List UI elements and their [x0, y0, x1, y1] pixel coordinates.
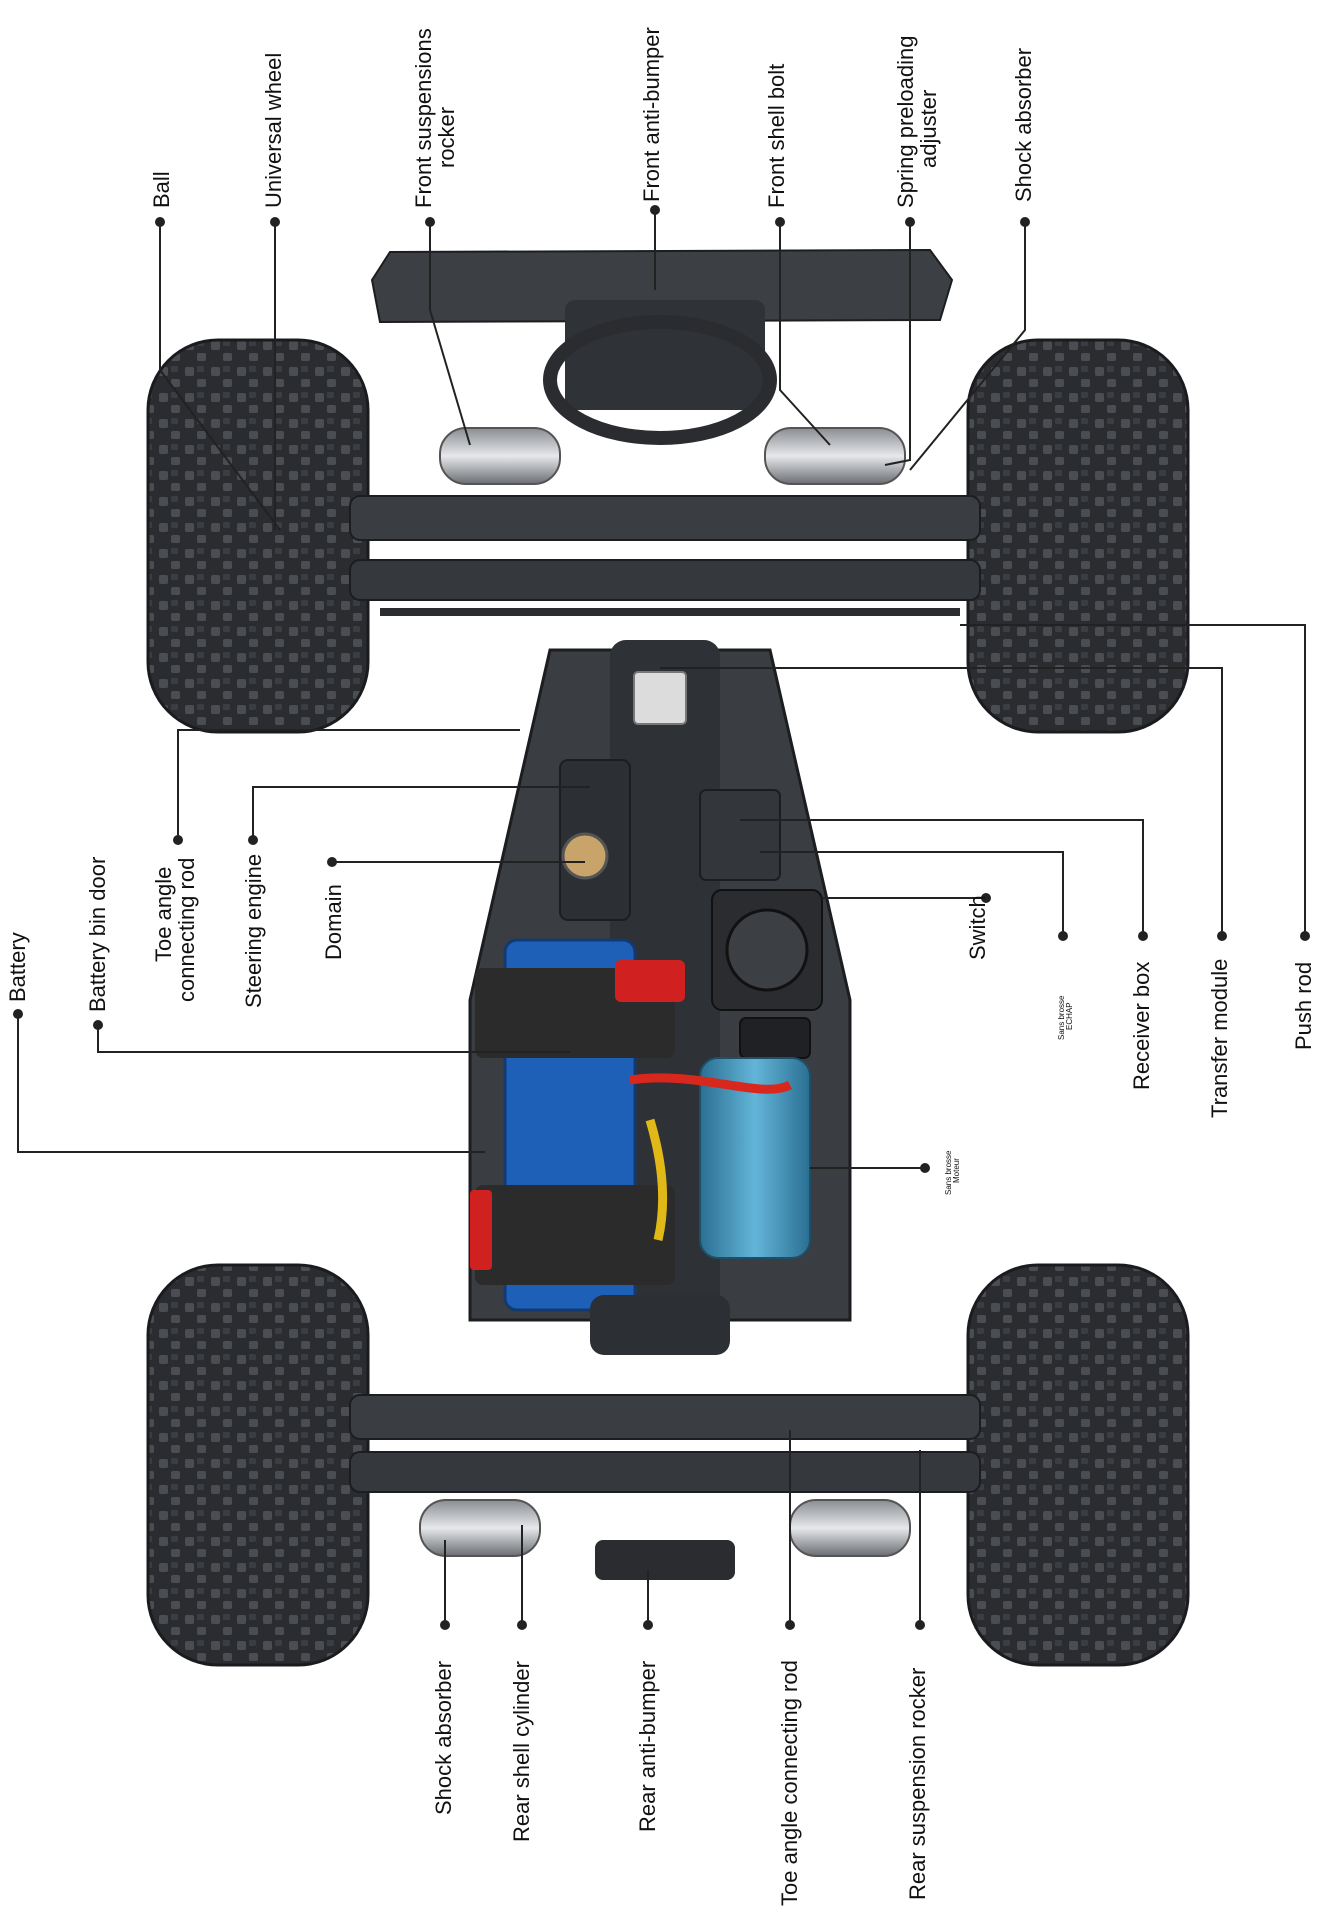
label-domain: Domain	[321, 884, 346, 960]
label-switch: Switch	[965, 895, 990, 960]
label-front-shell-bolt: Front shell bolt	[764, 63, 789, 208]
leader-dots	[13, 205, 1310, 1630]
label-spring-line2: adjuster	[916, 89, 942, 168]
front-arm-upper	[349, 495, 981, 541]
receiver-box-part	[699, 789, 781, 881]
rear-arm-upper	[349, 1394, 981, 1440]
label-echap: ECHAP	[1065, 1002, 1075, 1030]
domain-servo-horn	[561, 832, 609, 880]
label-toe-angle-connecting-rod-rear: Toe angle connecting rod	[777, 1660, 802, 1906]
rear-left-shock	[419, 1499, 541, 1557]
rear-right-shock	[789, 1499, 911, 1557]
battery-strap-bottom-tag	[470, 1190, 492, 1270]
label-sans-brosse-echap: Sans brosse ECHAP	[1057, 996, 1075, 1040]
label-toe-rod-line2: connecting rod	[174, 857, 200, 1002]
label-universal-wheel: Universal wheel	[261, 52, 286, 208]
rear-chassis-block	[590, 1295, 730, 1355]
rear-left-tire	[146, 1263, 370, 1667]
label-shock-absorber-front: Shock absorber	[1011, 47, 1036, 202]
battery-strap-bottom	[475, 1185, 675, 1285]
label-spring-line1: Spring preloading	[893, 35, 918, 208]
label-sans-brosse-moteur: Sans brosse Moteur	[944, 1151, 962, 1195]
red-wire	[629, 1073, 793, 1094]
front-arm-lower	[349, 559, 981, 601]
label-rear-shell-cylinder: Rear shell cylinder	[509, 1661, 534, 1842]
label-receiver-box: Receiver box	[1129, 961, 1154, 1090]
label-toe-angle-connecting-rod: Toe angle connecting rod	[151, 857, 200, 1002]
label-push-rod: Push rod	[1291, 961, 1316, 1050]
rear-arm-lower	[349, 1451, 981, 1493]
transfer-module-part	[633, 671, 687, 725]
battery-strap-top-tag	[615, 960, 685, 1002]
rear-right-tire	[966, 1263, 1190, 1667]
front-bumper-loop	[543, 315, 777, 445]
front-left-shock	[439, 427, 561, 485]
label-transfer-module: Transfer module	[1207, 958, 1232, 1118]
label-moteur: Moteur	[952, 1158, 962, 1183]
label-front-suspension-line2: rocker	[434, 106, 460, 168]
switch-button	[739, 1017, 811, 1059]
label-rear-anti-bumper: Rear anti-bumper	[635, 1660, 660, 1832]
label-rear-suspension-rocker: Rear suspension rocker	[905, 1667, 930, 1900]
label-ball: Ball	[149, 171, 174, 208]
esc-fan	[725, 908, 809, 992]
label-front-suspension-line1: Front suspensions	[411, 28, 436, 208]
front-anti-bumper-part	[370, 248, 954, 324]
label-steering-engine: Steering engine	[241, 853, 266, 1008]
label-battery-bin-door: Battery bin door	[85, 856, 110, 1012]
brushless-motor	[699, 1057, 811, 1259]
label-front-anti-bumper: Front anti-bumper	[639, 27, 664, 202]
label-spring-preloading-adjuster: Spring preloading adjuster	[893, 35, 942, 208]
front-right-shock	[764, 427, 906, 485]
leader-lines	[17, 210, 1306, 1625]
front-right-tire	[966, 338, 1190, 734]
label-front-suspension-rocker: Front suspensions rocker	[411, 28, 460, 208]
label-battery: Battery	[5, 932, 30, 1002]
rear-anti-bumper-part	[595, 1540, 735, 1580]
label-toe-rod-line1: Toe angle	[151, 866, 176, 962]
yellow-wire	[645, 1118, 668, 1242]
label-shock-absorber-rear: Shock absorber	[431, 1660, 456, 1815]
